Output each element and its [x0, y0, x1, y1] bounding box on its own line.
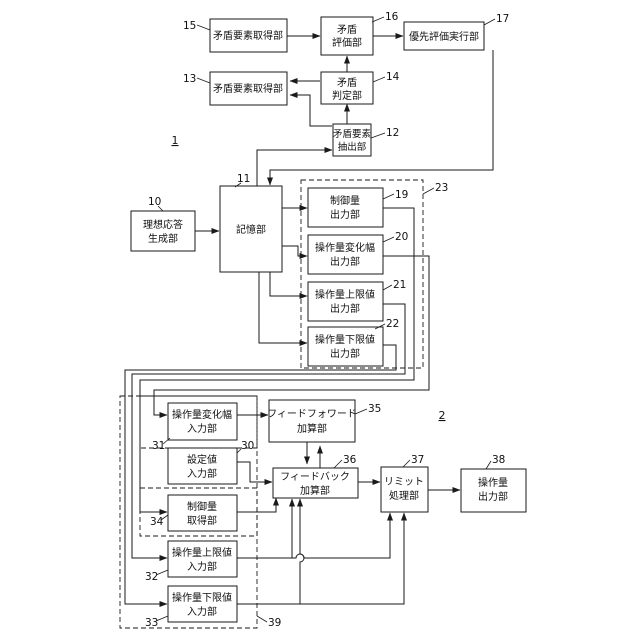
ref-21: 21 — [393, 279, 406, 291]
svg-text:操作量変化幅: 操作量変化幅 — [315, 241, 375, 254]
ref-20: 20 — [395, 231, 408, 243]
ref-10: 10 — [148, 196, 161, 208]
block-10-ideal-response-generation: 理想応答 生成部 — [131, 211, 195, 251]
svg-text:評価部: 評価部 — [332, 36, 362, 49]
svg-text:入力部: 入力部 — [187, 467, 217, 480]
svg-text:操作量下限値: 操作量下限値 — [315, 333, 375, 346]
block-30-setpoint-input: 設定値 入力部 — [168, 448, 237, 484]
svg-text:加算部: 加算部 — [297, 422, 327, 435]
svg-text:記憶部: 記憶部 — [236, 223, 266, 236]
svg-text:矛盾: 矛盾 — [337, 77, 357, 89]
ref-12: 12 — [386, 127, 399, 139]
ref-14: 14 — [386, 71, 400, 83]
svg-text:抽出部: 抽出部 — [338, 141, 367, 153]
svg-text:操作量下限値: 操作量下限値 — [172, 591, 232, 604]
system-2-label: 2 — [439, 409, 446, 422]
svg-text:矛盾要素取得部: 矛盾要素取得部 — [213, 82, 283, 95]
block-36-feedback-adder: フィードバック 加算部 — [273, 468, 358, 498]
ref-37: 37 — [411, 454, 424, 466]
block-12-contradiction-element-extraction: 矛盾要素 抽出部 — [333, 124, 372, 156]
block-37-limit-processing: リミット 処理部 — [381, 467, 428, 512]
svg-text:処理部: 処理部 — [389, 489, 419, 502]
svg-text:フィードフォワード: フィードフォワード — [267, 409, 357, 420]
svg-text:入力部: 入力部 — [187, 560, 217, 573]
svg-text:生成部: 生成部 — [148, 232, 178, 245]
ref-39: 39 — [268, 617, 281, 629]
ref-16: 16 — [385, 11, 399, 23]
ref-23: 23 — [435, 182, 448, 194]
block-32-manipulation-upper-limit-input: 操作量上限値 入力部 — [168, 541, 237, 577]
svg-text:制御量: 制御量 — [187, 500, 217, 513]
ref-11: 11 — [237, 173, 250, 185]
svg-text:入力部: 入力部 — [187, 422, 217, 435]
svg-text:操作量上限値: 操作量上限値 — [315, 288, 375, 301]
block-13-contradiction-element-acquisition: 矛盾要素取得部 — [210, 72, 287, 105]
svg-text:判定部: 判定部 — [332, 89, 362, 102]
block-14-contradiction-judgment: 矛盾 判定部 — [321, 72, 373, 104]
ref-15: 15 — [183, 20, 196, 32]
block-31-manipulation-change-width-input: 操作量変化幅 入力部 — [168, 403, 237, 440]
block-15-contradiction-element-acquisition: 矛盾要素取得部 — [210, 19, 287, 52]
ref-31: 31 — [152, 440, 165, 452]
ref-38: 38 — [492, 454, 505, 466]
svg-text:入力部: 入力部 — [187, 605, 217, 618]
ref-33: 33 — [145, 617, 158, 629]
ref-32: 32 — [145, 571, 158, 583]
svg-text:フィードバック: フィードバック — [280, 471, 350, 483]
block-38-manipulation-output: 操作量 出力部 — [461, 469, 526, 512]
ref-36: 36 — [343, 454, 357, 466]
svg-text:矛盾要素取得部: 矛盾要素取得部 — [213, 29, 283, 42]
block-17-priority-evaluation-execution: 優先評価実行部 — [404, 22, 484, 50]
svg-text:加算部: 加算部 — [300, 484, 330, 497]
block-33-manipulation-lower-limit-input: 操作量下限値 入力部 — [168, 586, 237, 622]
block-19-control-amount-output: 制御量 出力部 — [308, 188, 383, 227]
svg-text:設定値: 設定値 — [187, 453, 217, 466]
ref-13: 13 — [183, 73, 196, 85]
svg-text:操作量: 操作量 — [478, 476, 508, 489]
block-20-manipulation-change-width-output: 操作量変化幅 出力部 — [308, 235, 383, 274]
svg-text:理想応答: 理想応答 — [143, 218, 183, 231]
block-22-manipulation-lower-limit-output: 操作量下限値 出力部 — [308, 327, 383, 366]
svg-text:操作量変化幅: 操作量変化幅 — [172, 408, 232, 421]
ref-22: 22 — [386, 318, 399, 330]
svg-text:リミット: リミット — [384, 477, 424, 488]
svg-text:出力部: 出力部 — [330, 347, 360, 360]
svg-text:矛盾要素: 矛盾要素 — [333, 128, 372, 140]
svg-text:優先評価実行部: 優先評価実行部 — [409, 30, 479, 43]
system-1-label: 1 — [172, 134, 179, 147]
ref-30: 30 — [241, 440, 254, 452]
block-35-feedforward-adder: フィードフォワード 加算部 — [267, 400, 357, 442]
svg-text:出力部: 出力部 — [330, 255, 360, 268]
svg-text:取得部: 取得部 — [187, 514, 217, 527]
block-16-contradiction-evaluation: 矛盾 評価部 — [321, 17, 373, 55]
block-34-control-amount-acquisition: 制御量 取得部 — [168, 495, 237, 531]
ref-35: 35 — [368, 403, 381, 415]
ref-34: 34 — [150, 516, 164, 528]
svg-text:出力部: 出力部 — [330, 208, 360, 221]
ref-19: 19 — [395, 189, 408, 201]
svg-text:矛盾: 矛盾 — [337, 24, 357, 36]
ref-17: 17 — [496, 13, 509, 25]
svg-text:出力部: 出力部 — [478, 490, 508, 503]
svg-text:出力部: 出力部 — [330, 302, 360, 315]
block-11-storage: 記憶部 — [220, 186, 282, 272]
svg-text:制御量: 制御量 — [330, 194, 360, 207]
block-21-manipulation-upper-limit-output: 操作量上限値 出力部 — [308, 282, 383, 321]
svg-text:操作量上限値: 操作量上限値 — [172, 546, 232, 559]
